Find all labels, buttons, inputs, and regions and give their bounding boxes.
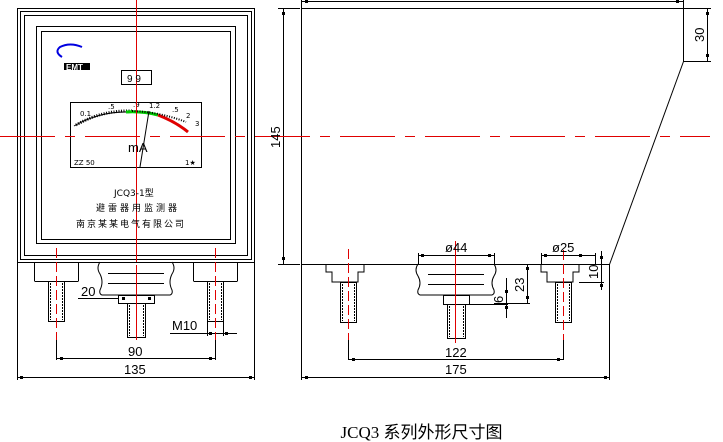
svg-text:3: 3	[195, 120, 199, 128]
meter-footer-right: 1★	[185, 159, 196, 167]
dim-dia-side: ø25	[552, 240, 574, 255]
company-name: 南京某某电气有限公司	[76, 218, 186, 230]
svg-text:.5: .5	[108, 103, 115, 111]
meter-red-band	[157, 113, 189, 134]
meter-needle	[139, 110, 150, 168]
dim-height-6: 6	[491, 296, 506, 303]
product-name: 避雷器用监测器	[96, 202, 180, 214]
svg-text:0.1: 0.1	[80, 110, 91, 118]
dim-height-23: 23	[512, 278, 527, 292]
svg-text:2: 2	[186, 112, 190, 120]
dim-front-width: 135	[124, 362, 146, 377]
dim-side-bolt-spacing: 122	[445, 345, 467, 360]
dim-front-base: 20	[81, 284, 95, 299]
dim-top-offset: 30	[692, 28, 707, 42]
dim-thread: M10	[172, 318, 197, 333]
meter-footer-left: ZZ 50	[74, 159, 95, 167]
svg-text:.5: .5	[172, 106, 179, 114]
meter-unit-label: mA	[128, 140, 148, 155]
dim-front-bolt-spacing: 90	[128, 344, 142, 359]
counter-value: 9 9	[127, 74, 141, 85]
drawing-caption: JCQ3 系列外形尺寸图	[340, 423, 503, 442]
svg-text:1.2: 1.2	[149, 102, 160, 110]
dim-height-10: 10	[586, 265, 601, 279]
dim-dia-center: ø44	[445, 240, 467, 255]
model-label: JCQ3-1型	[113, 188, 154, 199]
logo-swoosh-icon	[56, 43, 83, 58]
logo-text: EMT	[66, 63, 83, 72]
dim-side-depth: 175	[445, 362, 467, 377]
dim-height: 145	[268, 126, 283, 148]
